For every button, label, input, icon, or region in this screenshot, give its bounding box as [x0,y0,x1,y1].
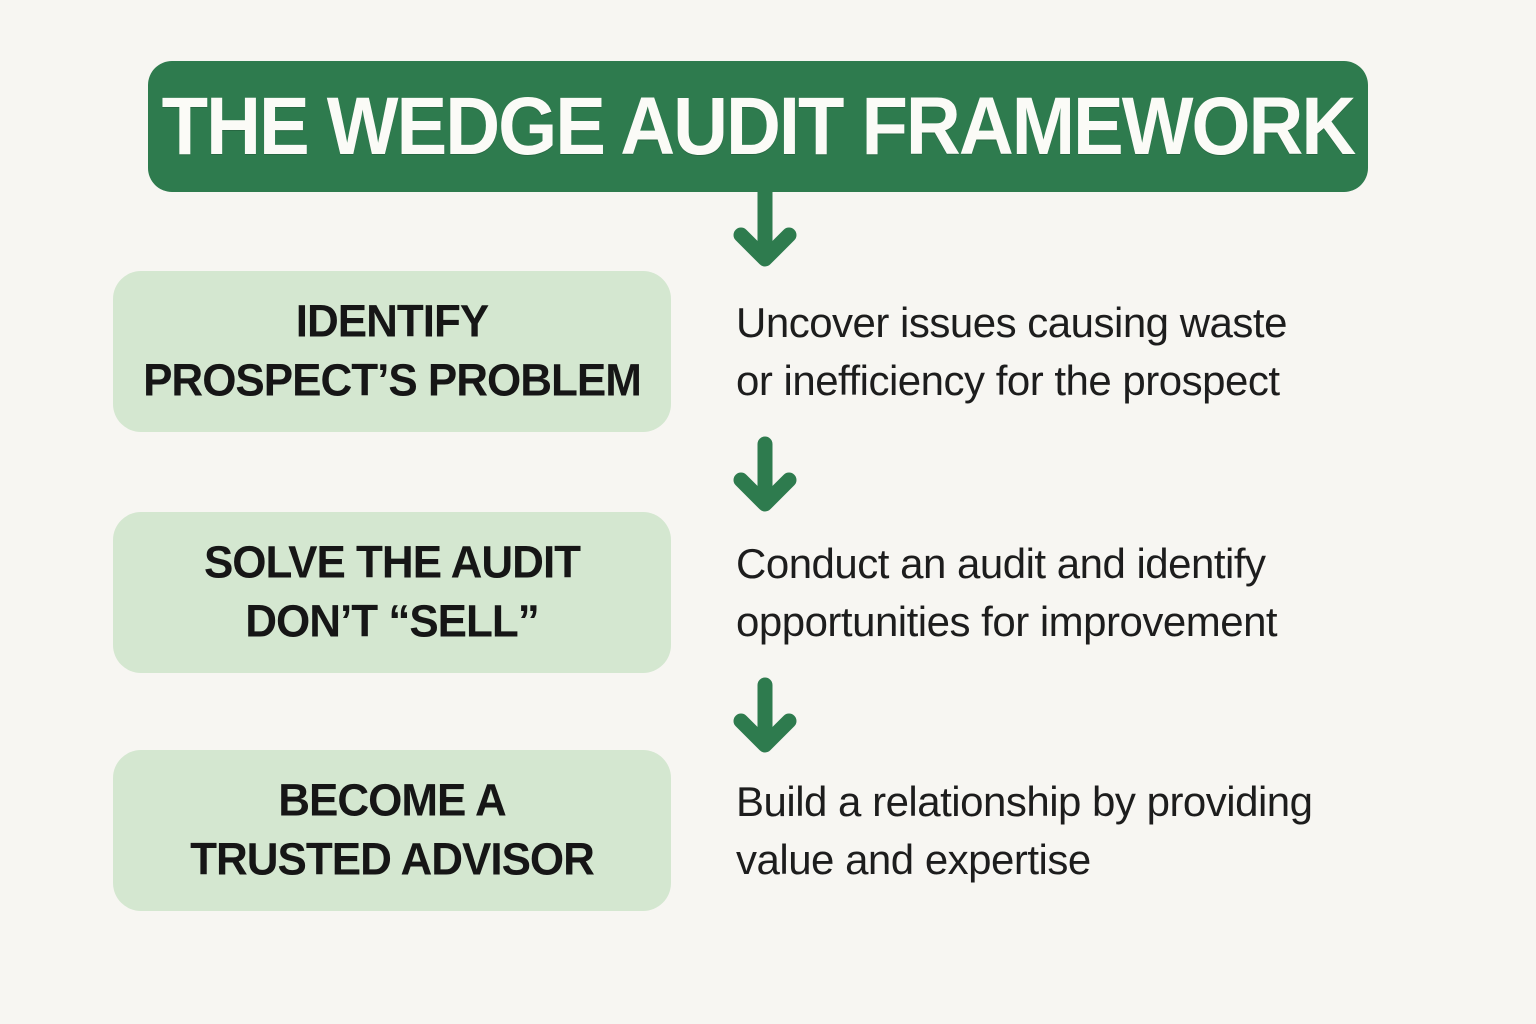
step-pill-identify-problem: IDENTIFY PROSPECT’S PROBLEM [113,271,671,432]
step-description-line: value and expertise [736,835,1091,883]
down-arrow-icon [733,436,797,512]
step-description: Build a relationship by providing value … [736,773,1313,887]
step-label-line: BECOME A [278,775,506,827]
step-row-3: BECOME A TRUSTED ADVISOR Build a relatio… [0,750,1536,911]
step-pill-solve-audit: SOLVE THE AUDIT DON’T “SELL” [113,512,671,673]
title-banner: THE WEDGE AUDIT FRAMEWORK [148,61,1368,192]
step-row-1: IDENTIFY PROSPECT’S PROBLEM Uncover issu… [0,271,1536,432]
down-arrow-icon [733,677,797,753]
step-description-line: or inefficiency for the prospect [736,356,1280,404]
step-description: Uncover issues causing waste or ineffici… [736,294,1287,408]
page-title: THE WEDGE AUDIT FRAMEWORK [161,80,1357,173]
step-description-line: Build a relationship by providing [736,778,1313,826]
step-label-line: IDENTIFY [295,296,489,348]
step-label-line: DON’T “SELL” [245,595,540,647]
step-row-2: SOLVE THE AUDIT DON’T “SELL” Conduct an … [0,512,1536,673]
step-description-line: Uncover issues causing waste [736,299,1287,347]
step-pill-trusted-advisor: BECOME A TRUSTED ADVISOR [113,750,671,911]
step-description-line: Conduct an audit and identify [736,540,1266,588]
step-label-line: TRUSTED ADVISOR [190,833,595,885]
step-description: Conduct an audit and identify opportunit… [736,535,1278,649]
down-arrow-icon [733,191,797,267]
step-label-line: PROSPECT’S PROBLEM [143,354,642,406]
step-label-line: SOLVE THE AUDIT [203,537,581,589]
step-description-line: opportunities for improvement [736,597,1278,645]
